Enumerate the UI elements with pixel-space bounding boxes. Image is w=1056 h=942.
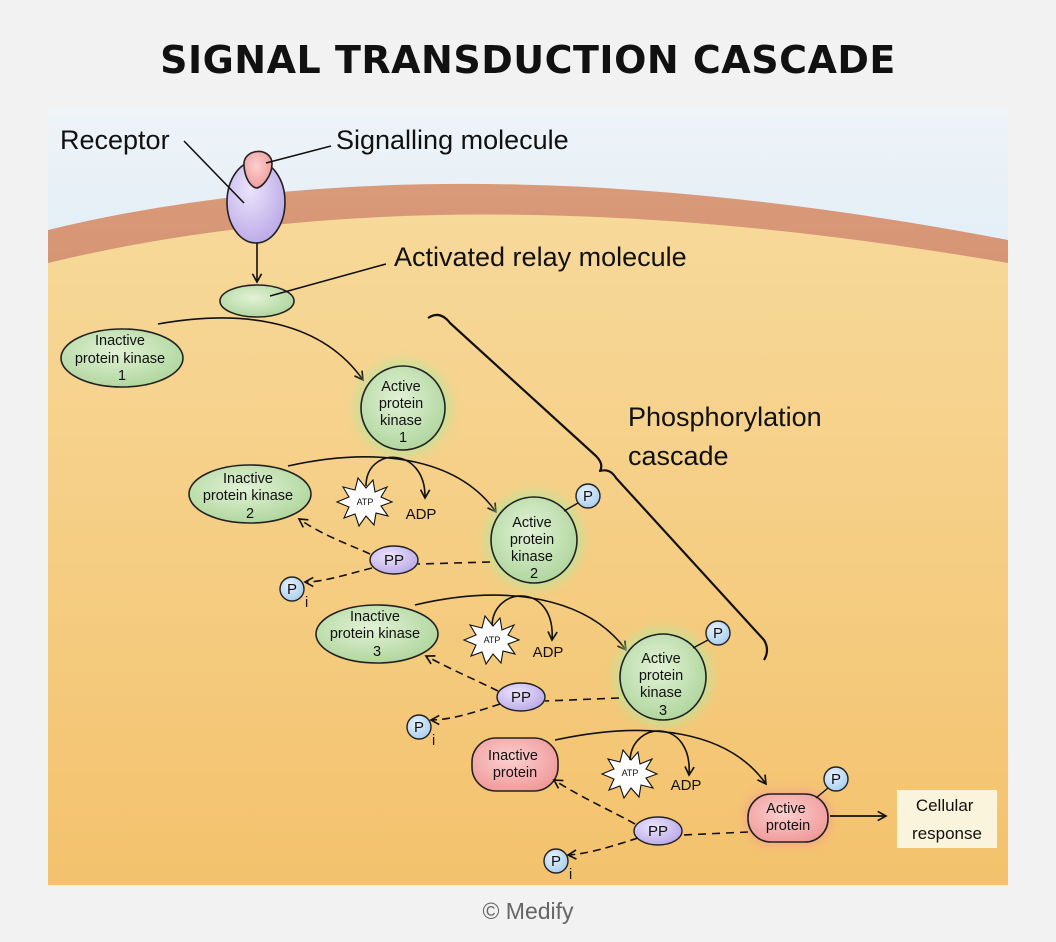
receptor-label: Receptor — [60, 125, 170, 155]
inactive-protein-label: Inactive protein — [488, 748, 542, 781]
atp-3: ATP — [622, 768, 639, 778]
inactive-kinase-1 — [60, 328, 184, 388]
cellular-response-box — [897, 790, 997, 848]
adp-3: ADP — [671, 777, 702, 794]
inactive-kinase-3 — [315, 604, 439, 664]
adp-2: ADP — [533, 644, 564, 661]
inactive-kinase-2-label: Inactive protein kinase 2 — [203, 471, 297, 522]
pp-3-label: PP — [648, 823, 668, 840]
atp-2: ATP — [484, 635, 501, 645]
phosphate-group-4 — [823, 766, 849, 792]
active-kinase-2-label: Active protein kinase 2 — [510, 515, 558, 582]
phosphate-2-label: P — [583, 488, 593, 505]
atp-burst-1 — [335, 476, 394, 528]
pi-1-sub: i — [305, 595, 308, 611]
active-kinase-1 — [360, 365, 446, 451]
relay-molecule — [219, 284, 295, 318]
atp-burst-3 — [600, 748, 659, 800]
inorganic-phosphate-3 — [543, 848, 569, 874]
pp-1-label: PP — [384, 552, 404, 569]
page-title: SIGNAL TRANSDUCTION CASCADE — [160, 38, 896, 82]
signal-cascade-diagram: Receptor Signalling molecule Activated r… — [48, 108, 1008, 885]
active-protein — [747, 793, 829, 843]
phosphorylation-label: Phosphorylation — [628, 402, 822, 432]
copyright-footer: © Medify — [482, 898, 574, 924]
atp-1: ATP — [357, 497, 374, 507]
inorganic-phosphate-1 — [279, 576, 305, 602]
inactive-protein — [471, 737, 559, 792]
inorganic-phosphate-2 — [406, 714, 432, 740]
pi-3-label: P — [551, 853, 561, 870]
pp-phosphatase-3 — [633, 816, 683, 846]
inactive-kinase-2 — [188, 464, 312, 524]
pp-2-label: PP — [511, 689, 531, 706]
signalling-molecule-shape — [243, 150, 273, 189]
adp-1: ADP — [406, 506, 437, 523]
pp-phosphatase-2 — [496, 682, 546, 712]
phosphate-3-label: P — [713, 625, 723, 642]
phosphate-group-2 — [575, 483, 601, 509]
phosphate-group-3 — [705, 620, 731, 646]
pp-phosphatase-1 — [369, 545, 419, 575]
signalling-molecule-label: Signalling molecule — [336, 125, 569, 155]
cellular-response-label: Cellular response — [912, 796, 982, 843]
active-kinase-3 — [619, 633, 707, 721]
relay-label: Activated relay molecule — [394, 242, 687, 272]
active-protein-label: Active protein — [766, 801, 810, 834]
pi-1-label: P — [287, 581, 297, 598]
cascade-bracket — [427, 313, 769, 661]
inactive-kinase-1-label: Inactive protein kinase 1 — [75, 333, 169, 384]
pi-3-sub: i — [569, 867, 572, 883]
pi-2-sub: i — [432, 733, 435, 749]
pi-2-label: P — [414, 719, 424, 736]
phosphate-4-label: P — [831, 771, 841, 788]
cascade-label: cascade — [628, 441, 729, 471]
active-kinase-1-label: Active protein kinase 1 — [379, 379, 427, 446]
atp-burst-2 — [462, 614, 521, 666]
active-kinase-2 — [490, 496, 578, 584]
active-kinase-3-label: Active protein kinase 3 — [639, 651, 687, 719]
inactive-kinase-3-label: Inactive protein kinase 3 — [330, 609, 424, 660]
